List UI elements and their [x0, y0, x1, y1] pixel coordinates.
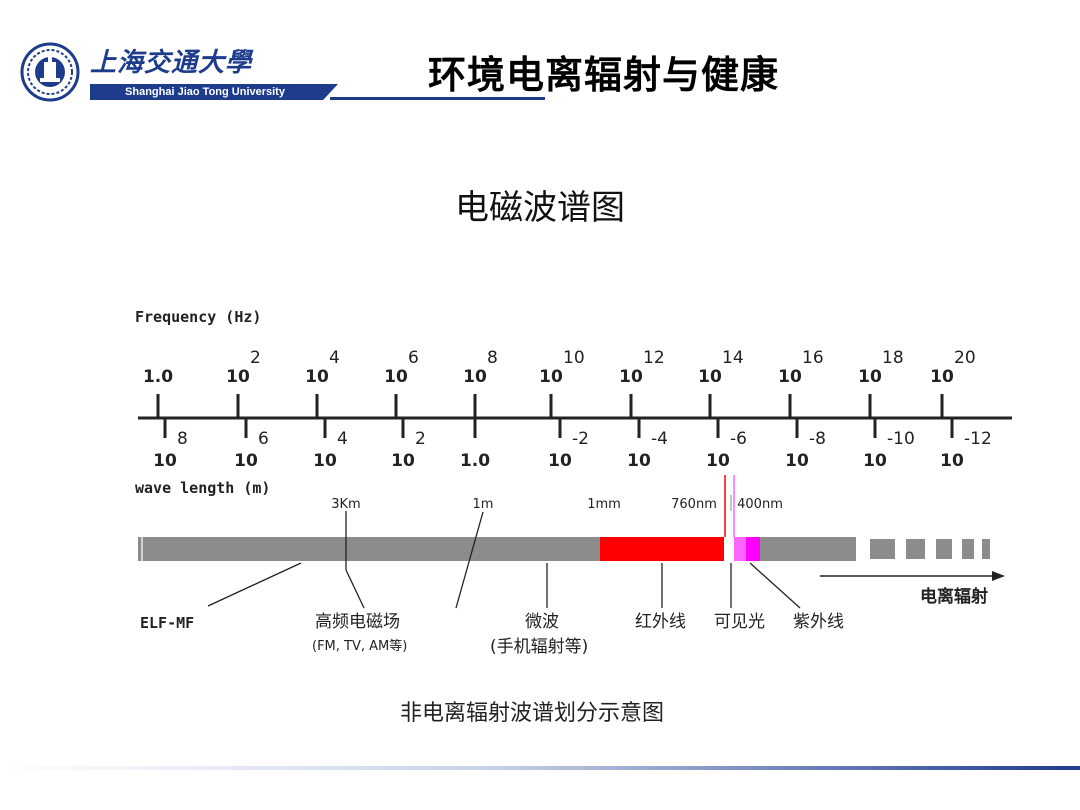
hf-leader-line-bottom [345, 569, 365, 609]
microwave-note: (手机辐射等) [490, 637, 588, 657]
elf-label: ELF-MF [140, 614, 194, 632]
marker-400nm: 400nm [737, 497, 783, 512]
wavelength-tick-base: 10 [234, 451, 258, 471]
wavelength-tick-exponent: -2 [572, 429, 589, 449]
wavelength-tick-base: 10 [706, 451, 730, 471]
wavelength-tick-base: 10 [391, 451, 415, 471]
wavelength-tick-base: 10 [940, 451, 964, 471]
wavelength-tick-base: 1.0 [460, 451, 490, 471]
wavelength-tick-base: 10 [548, 451, 572, 471]
visible-band [734, 537, 746, 561]
ionizing-segment [962, 539, 974, 559]
frequency-tick-exponent: 20 [954, 348, 976, 368]
wavelength-tick-exponent: 8 [177, 429, 188, 449]
hf-note: (FM, TV, AM等) [312, 638, 407, 654]
hf-label: 高频电磁场 [315, 612, 400, 632]
wavelength-tick-exponent: 4 [337, 429, 348, 449]
wavelength-tick-base: 10 [153, 451, 177, 471]
ionizing-segment [870, 539, 895, 559]
ultraviolet-band [746, 537, 760, 561]
wavelength-tick-exponent: 6 [258, 429, 269, 449]
frequency-tick-base: 10 [384, 367, 408, 387]
frequency-tick-exponent: 12 [643, 348, 665, 368]
hf-leader-line-upper [455, 511, 484, 609]
frequency-tick-base: 10 [539, 367, 563, 387]
visible-label: 可见光 [714, 612, 765, 632]
frequency-tick-exponent: 6 [408, 348, 419, 368]
elf-leader-line [207, 562, 302, 607]
frequency-tick-base: 1.0 [143, 367, 173, 387]
slide-subtitle: 电磁波谱图 [455, 188, 625, 228]
frequency-tick-base: 10 [778, 367, 802, 387]
wavelength-tick-exponent: -12 [964, 429, 992, 449]
university-logo-english: Shanghai Jiao Tong University [125, 86, 285, 98]
frequency-tick-exponent: 8 [487, 348, 498, 368]
ionizing-segment [982, 539, 990, 559]
frequency-tick-exponent: 16 [802, 348, 824, 368]
wavelength-tick-base: 10 [313, 451, 337, 471]
visible-band-gap [724, 537, 734, 561]
wavelength-tick-exponent: 2 [415, 429, 426, 449]
university-logo-chinese: 上海交通大學 [90, 48, 253, 78]
university-seal-icon [20, 42, 80, 102]
microwave-label: 微波 [525, 612, 559, 632]
ionizing-segment [936, 539, 952, 559]
wavelength-tick-exponent: -8 [809, 429, 826, 449]
frequency-tick-base: 10 [226, 367, 250, 387]
wavelength-tick-base: 10 [785, 451, 809, 471]
frequency-tick-exponent: 4 [329, 348, 340, 368]
infrared-band [600, 537, 724, 561]
wavelength-tick-exponent: -10 [887, 429, 915, 449]
ionizing-arrow-head [992, 571, 1005, 581]
frequency-tick-base: 10 [305, 367, 329, 387]
infrared-label: 红外线 [635, 612, 686, 632]
university-logo-bar: Shanghai Jiao Tong University [90, 84, 338, 100]
marker-760nm: 760nm [671, 497, 717, 512]
ionizing-segment [906, 539, 925, 559]
wavelength-tick-base: 10 [627, 451, 651, 471]
frequency-tick-exponent: 14 [722, 348, 744, 368]
ultraviolet-leader-line [749, 562, 801, 609]
ultraviolet-label: 紫外线 [793, 612, 844, 632]
wavelength-tick-base: 10 [863, 451, 887, 471]
frequency-tick-base: 10 [619, 367, 643, 387]
marker-1m: 1m [473, 497, 494, 512]
slide-header: 上海交通大學 Shanghai Jiao Tong University 环境电… [0, 0, 1080, 110]
frequency-tick-exponent: 18 [882, 348, 904, 368]
marker-3km: 3Km [331, 497, 360, 512]
frequency-tick-exponent: 10 [563, 348, 585, 368]
frequency-tick-base: 10 [698, 367, 722, 387]
diagram-caption: 非电离辐射波谱划分示意图 [400, 701, 664, 726]
frequency-axis-label: Frequency (Hz) [135, 308, 261, 326]
frequency-tick-exponent: 2 [250, 348, 261, 368]
frequency-tick-base: 10 [463, 367, 487, 387]
frequency-tick-base: 10 [858, 367, 882, 387]
wavelength-tick-exponent: -6 [730, 429, 747, 449]
wavelength-tick-exponent: -4 [651, 429, 668, 449]
wavelength-axis-label: wave length (m) [135, 479, 270, 497]
frequency-tick-base: 10 [930, 367, 954, 387]
axis-ticks [156, 394, 954, 438]
slide-title: 环境电离辐射与健康 [428, 52, 780, 97]
header-underline [330, 97, 545, 100]
marker-1mm: 1mm [587, 497, 621, 512]
ionizing-label: 电离辐射 [920, 586, 988, 607]
footer-line [0, 766, 1080, 770]
